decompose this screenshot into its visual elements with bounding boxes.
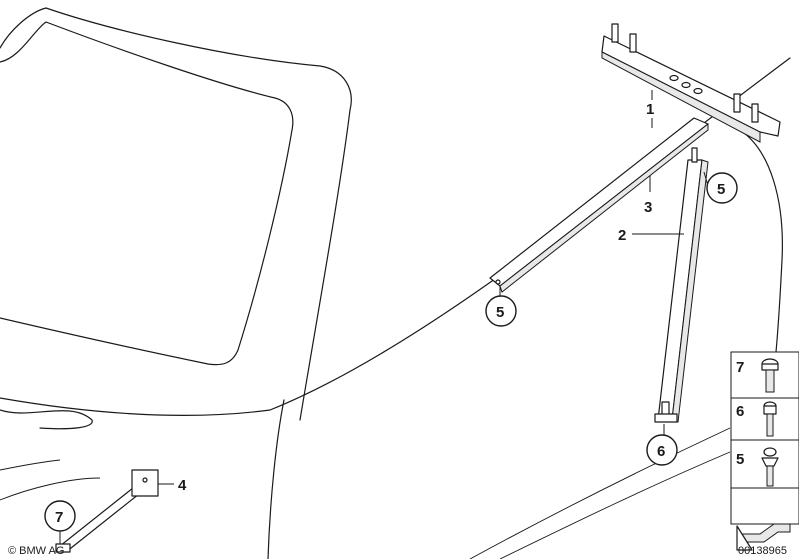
legend-item-7-label: 7	[736, 359, 744, 376]
callout-6-label: 6	[657, 443, 665, 460]
callout-2: 2	[618, 227, 684, 244]
callout-5-left-label: 5	[496, 304, 504, 321]
callout-1-label: 1	[646, 101, 654, 118]
copyright-text: © BMW AG	[8, 545, 64, 557]
callout-5-left: 5	[485, 286, 517, 327]
callout-7-label: 7	[55, 509, 63, 526]
legend-item-6: 6	[736, 401, 777, 437]
callout-3: 3	[644, 176, 652, 216]
legend-item-5-label: 5	[736, 451, 744, 468]
callout-7: 7	[44, 500, 76, 544]
fastener-legend: 7 6 5	[730, 351, 799, 551]
callout-3-label: 3	[644, 199, 652, 216]
screw-6-icon	[763, 401, 777, 437]
image-number: 00138965	[738, 545, 787, 557]
callout-1: 1	[646, 90, 654, 128]
part-2-vertical-strut	[654, 147, 709, 423]
legend-item-6-label: 6	[736, 403, 744, 420]
part-3-diagonal-strut	[489, 117, 709, 293]
callout-4-label: 4	[178, 477, 187, 494]
legend-item-7: 7	[736, 358, 779, 393]
screw-7-icon	[761, 358, 779, 393]
direction-arrow-icon	[736, 523, 791, 551]
screw-5-icon	[761, 447, 779, 487]
part-1-upper-bracket	[601, 23, 781, 143]
legend-item-5: 5	[736, 447, 779, 487]
callout-4: 4	[158, 477, 187, 494]
callout-5-top: 5	[703, 171, 738, 204]
callout-6: 6	[646, 424, 678, 466]
part-4-lower-strut	[55, 469, 159, 553]
callout-2-label: 2	[618, 227, 626, 244]
callout-5-top-label: 5	[717, 181, 725, 198]
vehicle-body-outline	[0, 7, 791, 559]
